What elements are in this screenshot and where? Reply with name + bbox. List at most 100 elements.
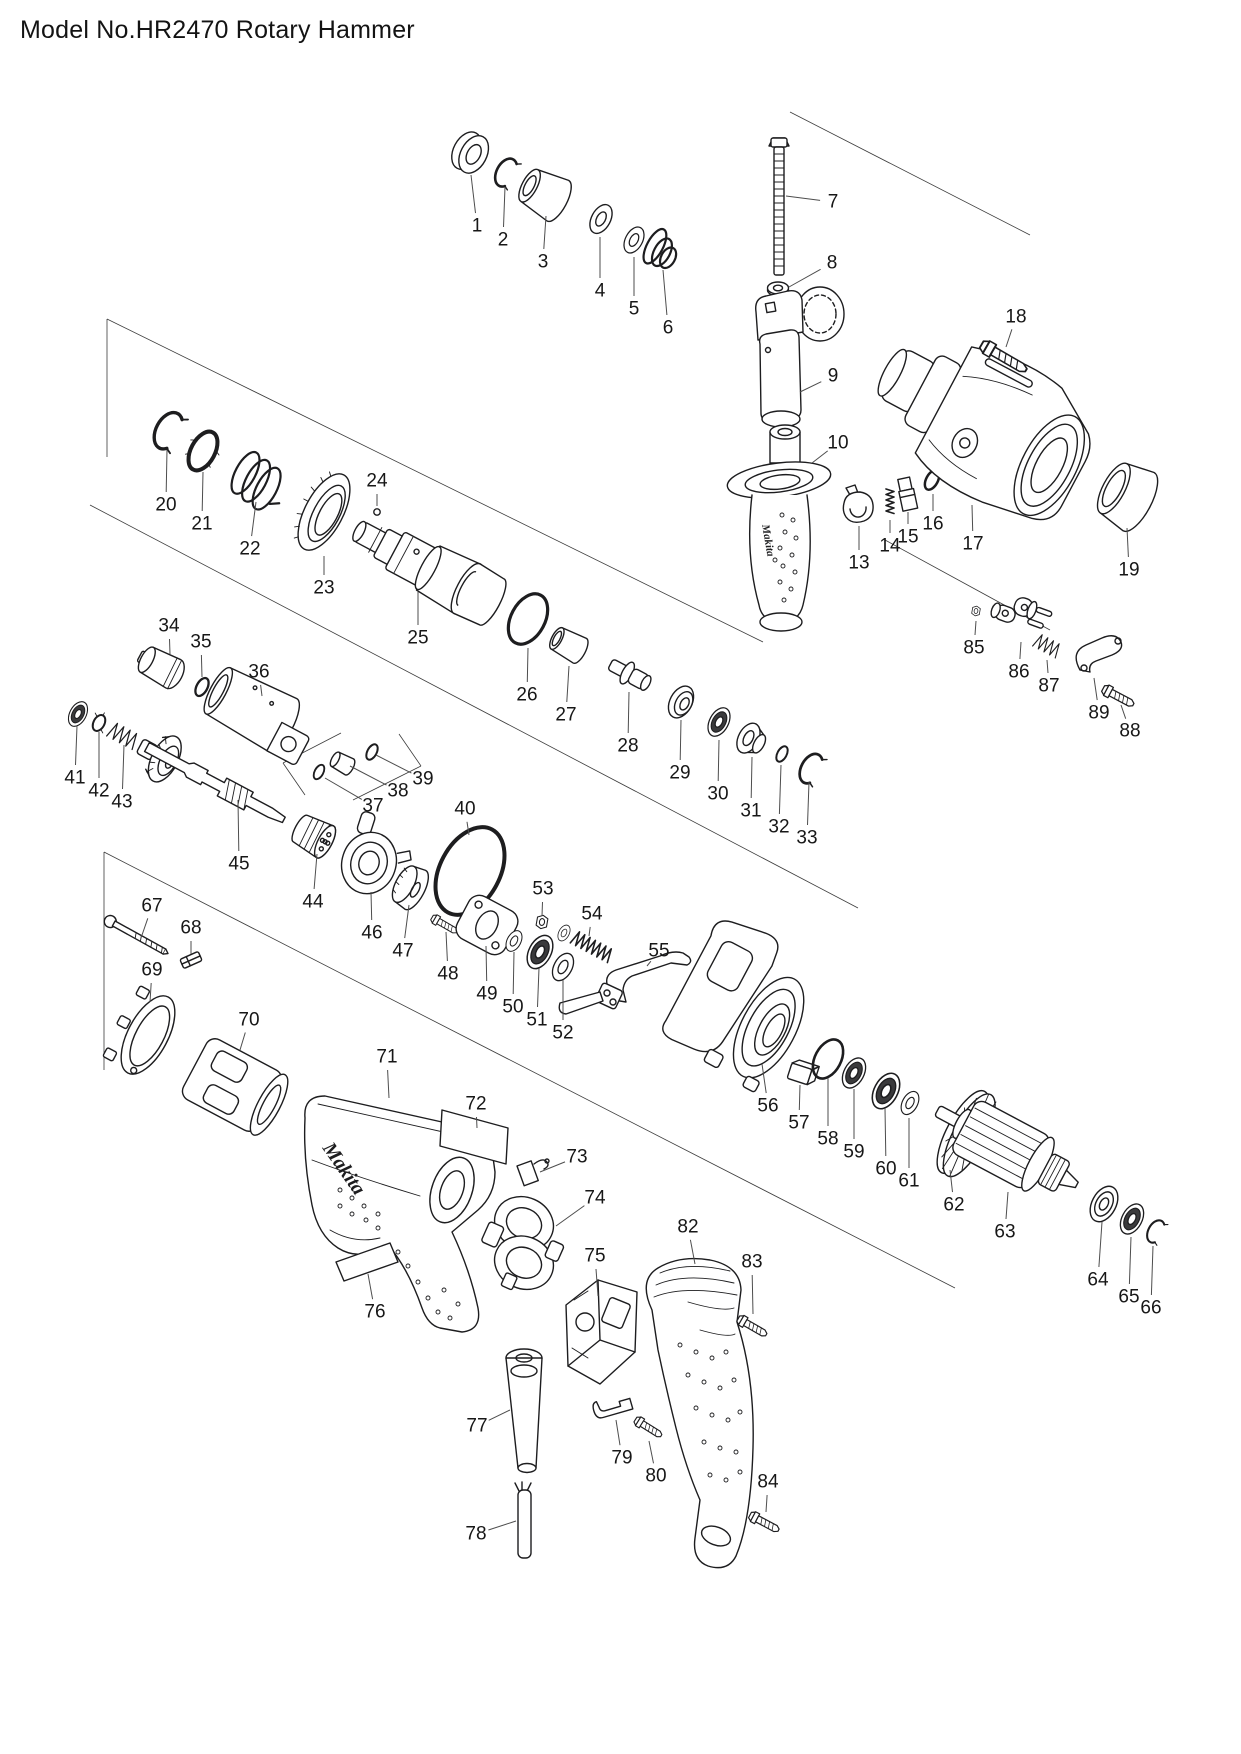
part-label-76: 76	[364, 1302, 385, 1323]
part-80-shape	[632, 1414, 665, 1441]
part-14-shape	[885, 488, 895, 515]
leader-line-1	[470, 174, 476, 214]
part-15-shape	[897, 476, 919, 512]
part-label-8: 8	[827, 253, 838, 274]
leader-line-63	[1005, 1191, 1009, 1220]
part-label-10: 10	[827, 433, 848, 454]
part-label-75: 75	[584, 1246, 605, 1267]
part-label-69: 69	[141, 960, 162, 981]
part-label-2: 2	[498, 230, 509, 251]
part-label-45: 45	[228, 854, 249, 875]
leader-line-67	[140, 918, 149, 939]
part-label-71: 71	[376, 1047, 397, 1068]
part-label-61: 61	[898, 1171, 919, 1192]
leader-line-57	[798, 1084, 801, 1111]
leader-line-31	[750, 756, 753, 799]
leader-line-80	[648, 1440, 654, 1464]
part-label-70: 70	[238, 1010, 259, 1031]
part-label-30: 30	[707, 784, 728, 805]
part-label-46: 46	[361, 923, 382, 944]
part-29-shape	[667, 685, 695, 719]
leader-line-87	[1046, 659, 1049, 674]
part-label-85: 85	[963, 638, 984, 659]
part-36-shape	[203, 666, 310, 765]
leader-line-74	[555, 1205, 585, 1227]
leader-line-45	[237, 799, 240, 852]
part-label-27: 27	[555, 705, 576, 726]
part-43-shape	[106, 721, 141, 751]
part-label-9: 9	[828, 366, 839, 387]
side-handle-logo: Makita	[759, 522, 777, 557]
part-76-shape	[335, 1242, 399, 1282]
part-label-83: 83	[741, 1252, 762, 1273]
part-label-43: 43	[111, 792, 132, 813]
part-label-88: 88	[1119, 721, 1140, 742]
part-label-23: 23	[313, 578, 334, 599]
part-73-shape	[516, 1158, 550, 1187]
part-label-39: 39	[412, 769, 433, 790]
leader-line-41	[75, 725, 78, 766]
part-label-34: 34	[158, 616, 180, 637]
leader-line-85	[974, 620, 977, 636]
part-56-shape	[662, 920, 805, 1093]
part-label-40: 40	[454, 799, 475, 820]
leader-line-73	[539, 1161, 566, 1173]
part-label-6: 6	[663, 318, 674, 339]
part-label-66: 66	[1140, 1298, 1161, 1319]
part-21-shape	[185, 429, 220, 473]
part-label-16: 16	[922, 514, 943, 535]
part-label-31: 31	[740, 801, 761, 822]
part-37-shape	[310, 762, 328, 782]
part-25-shape	[352, 520, 507, 626]
part-63-shape	[934, 1100, 1079, 1192]
leader-line-88	[1120, 704, 1127, 719]
part-74-shape	[481, 1195, 565, 1291]
leader-line-35	[200, 654, 203, 678]
leader-line-43	[122, 744, 125, 790]
leader-line-56	[761, 1063, 767, 1094]
leader-line-79	[615, 1419, 621, 1446]
part-54-shape	[569, 931, 613, 964]
part-24-shape	[373, 508, 381, 516]
part-label-42: 42	[88, 781, 109, 802]
leader-line-22	[251, 501, 257, 537]
part-label-64: 64	[1087, 1270, 1109, 1291]
leader-line-27	[566, 665, 570, 703]
leader-line-7	[785, 195, 821, 201]
leader-line-2	[503, 186, 506, 228]
part-39-shape	[362, 741, 382, 763]
leader-line-78	[488, 1520, 517, 1531]
leader-line-70	[239, 1032, 246, 1051]
grip-dots	[772, 512, 799, 603]
part-53-shape	[535, 913, 549, 931]
part-40-shape	[433, 825, 507, 917]
leader-line-19	[1126, 527, 1129, 558]
part-label-17: 17	[962, 534, 983, 555]
part-46-shape	[340, 811, 412, 895]
leader-line-49	[485, 945, 488, 982]
part-label-57: 57	[788, 1113, 809, 1134]
part-label-65: 65	[1118, 1287, 1139, 1308]
part-label-25: 25	[407, 628, 428, 649]
part-label-78: 78	[465, 1524, 486, 1545]
part-69-shape	[102, 985, 176, 1075]
leader-line-21	[201, 471, 204, 512]
leader-line-33	[807, 781, 810, 826]
leader-line-65	[1128, 1236, 1132, 1285]
part-47-shape	[391, 865, 430, 911]
part-42-shape	[91, 712, 107, 734]
leader-line-40	[466, 821, 470, 836]
part-label-84: 84	[757, 1472, 779, 1493]
part-32-shape	[772, 743, 792, 765]
part-34-shape	[136, 646, 185, 690]
part-78-shape	[514, 1481, 532, 1559]
part-label-44: 44	[302, 892, 324, 913]
part-label-41: 41	[64, 768, 85, 789]
leader-line-55	[646, 960, 652, 967]
part-label-18: 18	[1005, 307, 1026, 328]
part-label-5: 5	[629, 299, 640, 320]
part-label-54: 54	[581, 904, 603, 925]
part-label-72: 72	[465, 1094, 486, 1115]
leader-line-76	[367, 1273, 374, 1300]
part-label-33: 33	[796, 828, 817, 849]
